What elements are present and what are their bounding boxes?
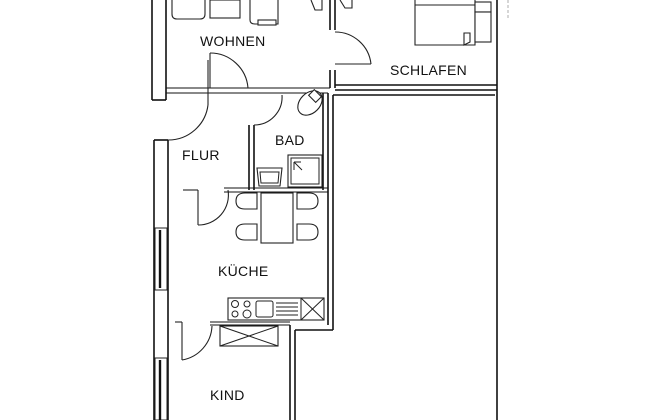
door-swing-icon <box>209 52 249 89</box>
room-wohnen: WOHNEN <box>166 0 336 94</box>
toilet-icon <box>297 88 323 116</box>
room-bad: BAD <box>224 88 329 325</box>
door-swing-icon <box>167 60 209 141</box>
room-label-flur: FLUR <box>182 147 220 163</box>
room-label-schlafen: SCHLAFEN <box>390 62 467 78</box>
shower-icon <box>287 154 323 188</box>
wardrobe-icon <box>310 0 353 11</box>
washbasin-icon <box>256 167 283 187</box>
room-label-kueche: KÜCHE <box>218 262 269 279</box>
room-label-wohnen: WOHNEN <box>200 33 266 49</box>
door-swing-icon <box>334 31 372 65</box>
window-icon <box>154 227 168 420</box>
room-label-bad: BAD <box>275 132 305 148</box>
cabinet-icon <box>300 297 325 321</box>
door-swing-icon <box>253 94 283 126</box>
bed-icon <box>414 0 492 46</box>
dining-table-icon <box>260 192 294 244</box>
room-kueche: KÜCHE <box>210 94 495 420</box>
sofa-icon <box>171 0 279 26</box>
room-label-kind: KIND <box>210 387 245 403</box>
door-swing-icon <box>175 321 213 361</box>
chair-icon <box>235 192 319 241</box>
kitchen-counter <box>227 297 325 321</box>
door-swing-icon <box>183 189 229 226</box>
cabinet-icon <box>219 325 279 347</box>
room-kind: KIND <box>175 321 279 403</box>
exterior-wall-left <box>151 0 169 420</box>
sink-icon <box>255 300 298 318</box>
room-schlafen: SCHLAFEN <box>310 0 498 420</box>
room-flur: FLUR <box>167 60 229 226</box>
stove-icon <box>231 300 252 319</box>
